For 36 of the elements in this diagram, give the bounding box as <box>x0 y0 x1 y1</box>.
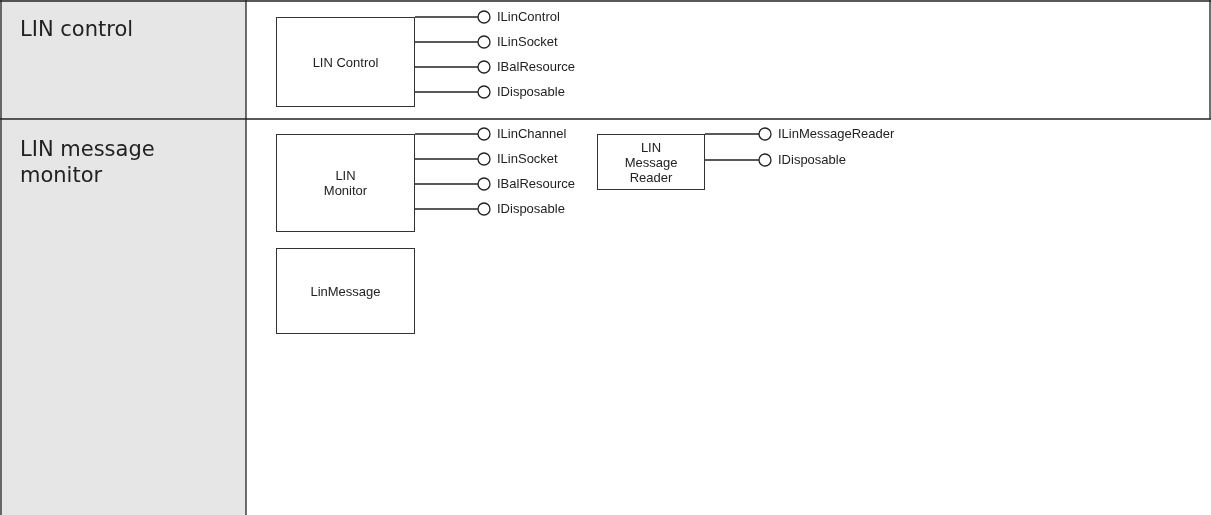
interface-label: IBalResource <box>497 176 576 191</box>
interface-circle <box>477 202 491 216</box>
connector-line <box>414 41 479 43</box>
interface-label: ILinSocket <box>497 151 558 166</box>
component-box: LIN Monitor <box>276 134 415 232</box>
interface-label: IDisposable <box>497 201 565 216</box>
component-box: LIN Message Reader <box>597 134 705 190</box>
interface-circle <box>477 10 491 24</box>
connector-line <box>414 133 479 135</box>
row-heading: LIN message monitor <box>20 136 156 188</box>
interface-circle <box>477 85 491 99</box>
connector-line <box>704 159 760 161</box>
interface-circle <box>477 60 491 74</box>
connector-line <box>414 16 479 18</box>
interface-circle <box>477 127 491 141</box>
interface-label: IDisposable <box>778 152 846 167</box>
interface-circle <box>477 177 491 191</box>
interface-circle <box>477 152 491 166</box>
interface-label: ILinSocket <box>497 34 558 49</box>
connector-line <box>414 66 479 68</box>
interface-label: ILinMessageReader <box>778 126 895 141</box>
interface-circle <box>758 153 772 167</box>
connector-line <box>414 158 479 160</box>
interface-circle <box>758 127 772 141</box>
interface-label: ILinControl <box>497 9 560 24</box>
connector-line <box>414 208 479 210</box>
interface-label: ILinChannel <box>497 126 567 141</box>
interface-label: IBalResource <box>497 59 576 74</box>
connector-line <box>704 133 760 135</box>
connector-line <box>414 91 479 93</box>
interface-circle <box>477 35 491 49</box>
connector-line <box>414 183 479 185</box>
row-heading: LIN control <box>20 16 135 42</box>
interface-label: IDisposable <box>497 84 565 99</box>
component-box: LinMessage <box>276 248 415 334</box>
component-box: LIN Control <box>276 17 415 107</box>
